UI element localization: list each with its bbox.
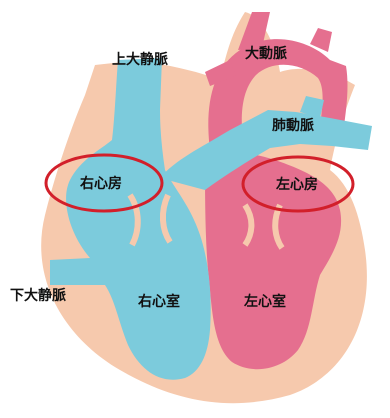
pulmonary-artery-vessel — [160, 110, 372, 190]
right-heart-chamber — [50, 58, 211, 380]
label-inferior-vena-cava: 下大静脈 — [10, 287, 66, 304]
label-left-atrium: 左心房 — [275, 176, 318, 193]
label-pulmonary-artery: 肺動脈 — [272, 117, 314, 134]
aorta-right-branch — [310, 28, 332, 52]
label-right-atrium: 右心房 — [79, 175, 122, 192]
pulmonary-artery-branch — [300, 96, 324, 118]
left-atrium-highlight-ring — [241, 155, 355, 213]
label-right-ventricle: 右心室 — [137, 293, 180, 310]
aorta-left-branch — [205, 60, 236, 86]
left-heart-chamber — [205, 152, 342, 370]
aorta-upper-branch — [238, 12, 270, 50]
label-left-ventricle: 左心室 — [243, 293, 286, 310]
right-atrium-highlight-ring — [44, 153, 164, 213]
label-superior-vena-cava: 上大静脈 — [112, 51, 168, 68]
aorta-vessel — [208, 39, 348, 151]
right-valve — [127, 193, 173, 247]
label-aorta: 大動脈 — [245, 45, 287, 62]
